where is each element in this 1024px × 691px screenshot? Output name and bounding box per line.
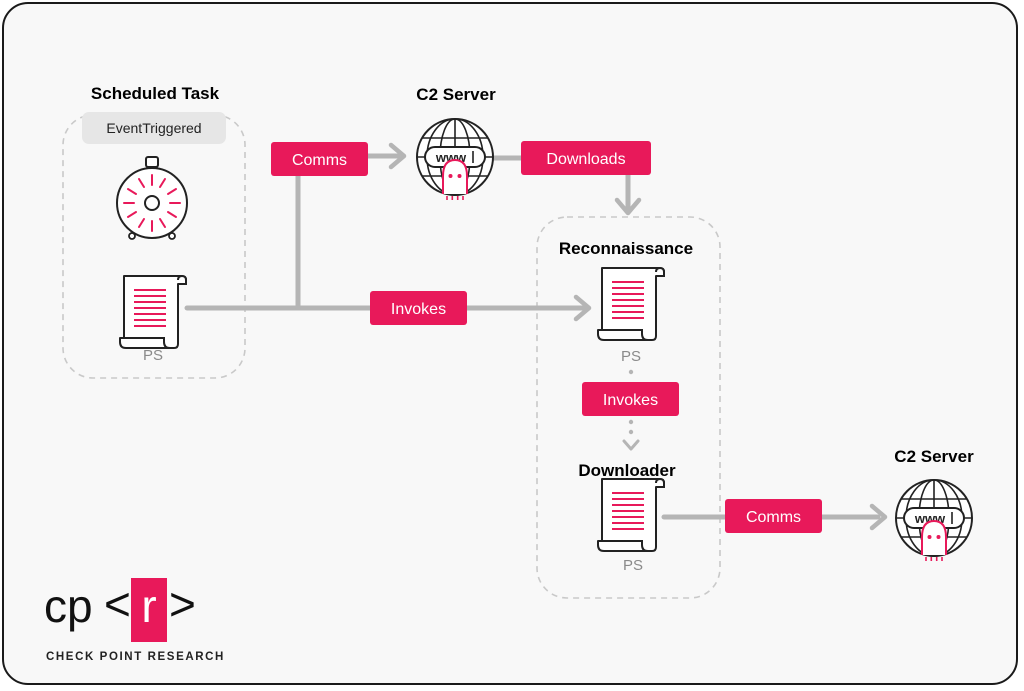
arrow-right-icon [573, 294, 592, 322]
arrow-down-icon [622, 439, 640, 451]
scheduled-task-title: Scheduled Task [91, 84, 220, 103]
downloads-tag: Downloads [521, 141, 651, 175]
script-icon [597, 267, 665, 341]
script-icon [597, 478, 665, 552]
timer-icon [116, 156, 188, 240]
c2-server-title: C2 Server [416, 85, 496, 104]
reconnaissance-group [536, 216, 721, 599]
logo-r-box [131, 578, 167, 642]
cpr-logo: cp < r > CHECK POINT RESEARCH [44, 578, 225, 663]
downloader-ps-label: PS [623, 557, 643, 574]
invokes-tag: Invokes [370, 291, 467, 325]
invokes-dotted-connector [622, 369, 640, 451]
ghost-icon [921, 520, 947, 562]
arrow-down-icon [614, 197, 642, 216]
event-triggered-label: EventTriggered [106, 120, 201, 136]
c2-server-title-2: C2 Server [894, 447, 974, 466]
reconnaissance-ps-label: PS [621, 348, 641, 365]
downloads-tag-label: Downloads [546, 151, 625, 168]
comms-tag-label: Comms [292, 152, 347, 169]
invokes-tag-2-label: Invokes [603, 392, 658, 409]
logo-tagline: CHECK POINT RESEARCH [46, 651, 225, 663]
connectors [184, 153, 881, 520]
logo-gt: > [169, 578, 196, 630]
reconnaissance-title: Reconnaissance [559, 239, 693, 258]
comms-tag: Comms [271, 142, 368, 176]
scheduled-task-ps-label: PS [143, 347, 163, 364]
script-icon [119, 275, 187, 349]
invokes-tag-2: Invokes [582, 382, 679, 416]
downloader-title: Downloader [578, 461, 676, 480]
arrow-right-icon [388, 142, 407, 170]
comms-tag-2-label: Comms [746, 509, 801, 526]
invokes-tag-label: Invokes [391, 301, 446, 318]
event-triggered-pill [82, 112, 226, 144]
logo-r: r [141, 580, 156, 632]
logo-cp: cp [44, 580, 93, 632]
logo-lt: < [104, 578, 131, 630]
comms-tag-2: Comms [725, 499, 822, 533]
arrow-right-icon [869, 503, 888, 531]
ghost-icon [442, 159, 468, 201]
